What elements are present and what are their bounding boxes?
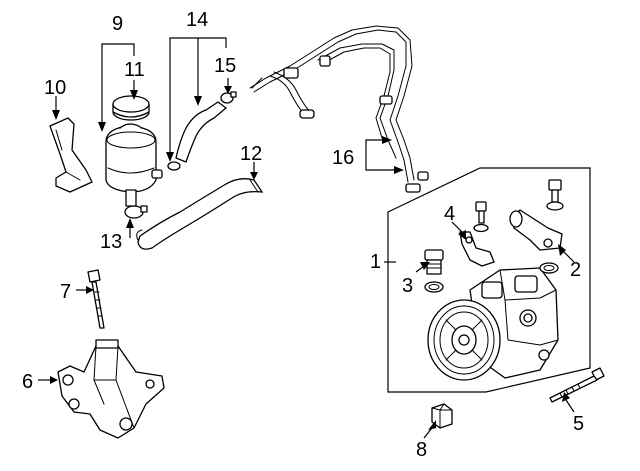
bracket-bolt-icon[interactable]: [87, 269, 105, 329]
hose-clamp-icon[interactable]: [124, 205, 148, 219]
outlet-fitting-icon[interactable]: [509, 179, 564, 274]
pressure-bracket-icon[interactable]: [459, 201, 495, 267]
callout-3: 3: [402, 275, 413, 297]
callout-4: 4: [444, 203, 455, 225]
small-clamp-icon[interactable]: [220, 91, 237, 104]
callout-16: 16: [332, 147, 354, 169]
callout-6: 6: [22, 371, 33, 393]
callout-10: 10: [44, 77, 66, 99]
callout-12: 12: [240, 143, 262, 165]
power-steering-pump-icon[interactable]: [427, 267, 559, 381]
mounting-bracket-icon[interactable]: [57, 339, 165, 439]
callout-11: 11: [124, 59, 145, 81]
bushing-icon[interactable]: [431, 403, 453, 429]
callout-9: 9: [112, 13, 123, 35]
return-hose-icon[interactable]: [136, 178, 264, 250]
callout-13: 13: [100, 231, 122, 253]
callout-1: 1: [370, 251, 381, 273]
suction-hose-icon[interactable]: [167, 101, 228, 171]
pump-assembly-frame: [387, 167, 591, 393]
long-bolt-icon[interactable]: [549, 367, 605, 403]
callout-14: 14: [186, 9, 208, 31]
callout-2: 2: [570, 259, 581, 281]
callout-5: 5: [573, 413, 584, 435]
leader-lines: [38, 37, 575, 439]
callout-15: 15: [214, 55, 236, 77]
reservoir-icon[interactable]: [105, 123, 163, 207]
callout-8: 8: [416, 439, 427, 461]
reservoir-bracket-icon[interactable]: [49, 117, 93, 193]
callout-7: 7: [60, 281, 71, 303]
reservoir-cap-icon[interactable]: [112, 95, 150, 121]
pressure-hose-icon[interactable]: [249, 25, 429, 193]
union-fitting-icon[interactable]: [424, 249, 444, 293]
